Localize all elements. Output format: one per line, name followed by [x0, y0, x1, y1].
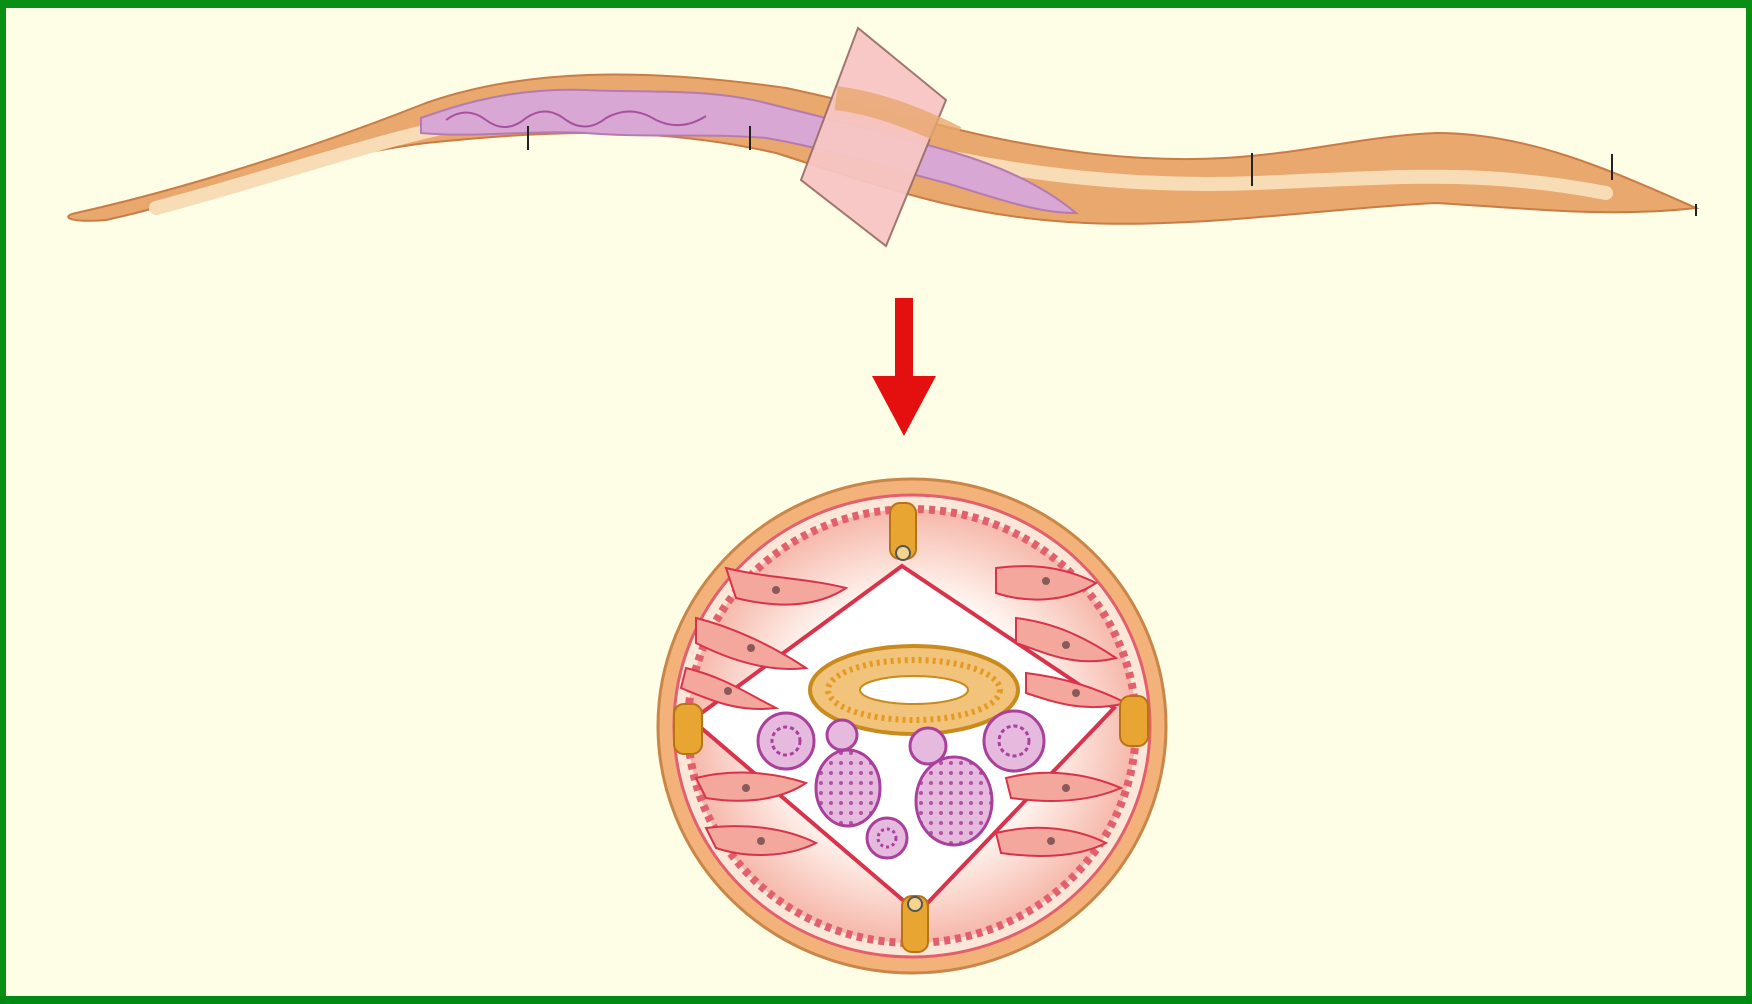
section-plane	[801, 28, 946, 246]
ovary-right	[984, 711, 1044, 771]
cross-section	[658, 479, 1166, 973]
diagram-canvas	[6, 8, 1752, 1004]
arrow-down-icon	[872, 298, 936, 436]
lateral-cord-left	[674, 704, 702, 754]
oviduct-bottom	[867, 818, 907, 858]
ventral-nerve	[908, 897, 922, 911]
dorsal-nerve	[896, 546, 910, 560]
ovary-left	[758, 713, 814, 769]
intestine-lumen	[860, 676, 968, 704]
lateral-cord-right	[1120, 696, 1148, 746]
worm-longitudinal	[68, 28, 1696, 246]
oviduct-left	[827, 720, 857, 750]
